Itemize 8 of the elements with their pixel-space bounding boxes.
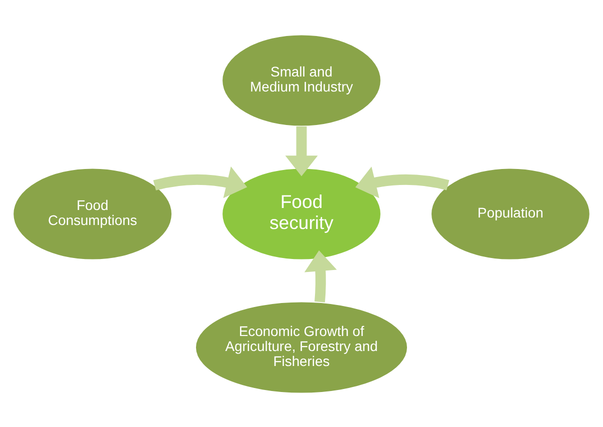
arrow xyxy=(355,166,450,198)
node-ellipse: Small and Medium Industry xyxy=(221,34,382,126)
node-ellipse: Economic Growth of Agriculture, Forestry and Fisheries xyxy=(194,300,408,394)
arrow xyxy=(304,250,337,302)
arrow xyxy=(153,166,248,198)
node-ellipse: Population xyxy=(430,167,591,260)
node-ellipse: Food Consumptions xyxy=(12,167,173,260)
arrow xyxy=(285,126,318,176)
